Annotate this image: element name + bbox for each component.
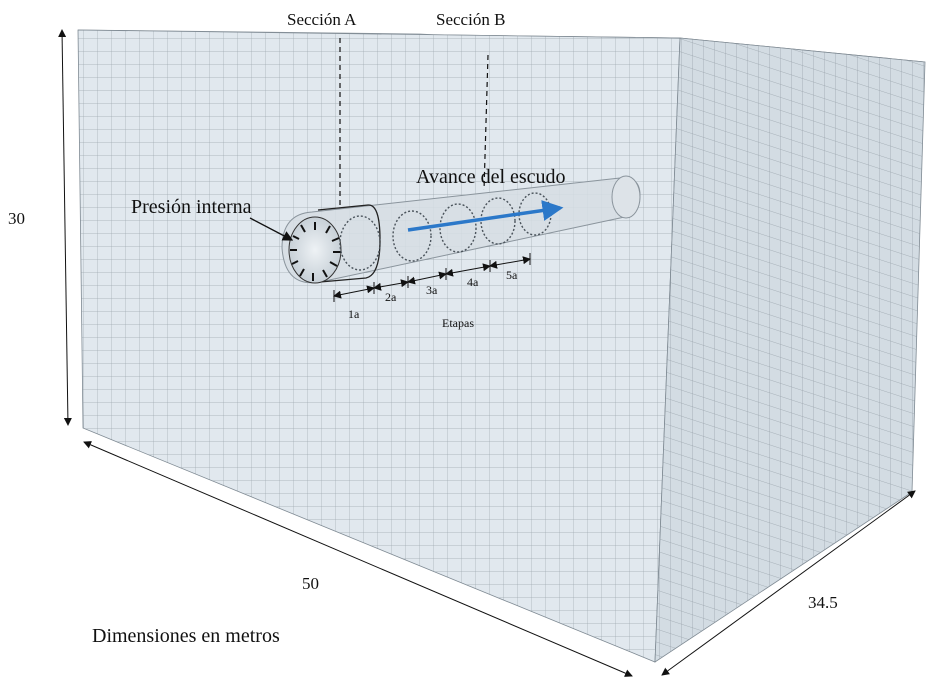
- section-b-line: [483, 54, 489, 191]
- stage-4-label: 4a: [467, 275, 479, 289]
- pressure-vectors: [290, 222, 341, 281]
- height-value: 30: [8, 209, 25, 228]
- mesh-block: [77, 29, 926, 663]
- section-a-label: Sección A: [287, 10, 357, 29]
- depth-value: 34.5: [808, 593, 838, 612]
- internal-pressure-label: Presión interna: [131, 196, 252, 218]
- length-dimension: [83, 441, 633, 677]
- tunnel-end-cap: [611, 175, 641, 219]
- stage-2-label: 2a: [385, 290, 397, 304]
- dimensions-note: Dimensiones en metros: [92, 625, 280, 647]
- length-value: 50: [302, 574, 319, 593]
- advance-arrow: [407, 200, 564, 232]
- advance-label: Avance del escudo: [416, 166, 566, 188]
- tunnel-face: [288, 216, 342, 284]
- stage-5-label: 5a: [506, 268, 518, 282]
- section-b-label: Sección B: [436, 10, 505, 29]
- pressure-pointer: [249, 217, 294, 241]
- stage-1-label: 1a: [348, 307, 360, 321]
- depth-dimension: [661, 490, 916, 676]
- stages-caption: Etapas: [442, 316, 474, 330]
- height-dimension: [58, 29, 72, 426]
- stage-3-label: 3a: [426, 283, 438, 297]
- side-face: [654, 37, 926, 663]
- stage-dimensions: [333, 253, 531, 302]
- front-face: [77, 29, 681, 663]
